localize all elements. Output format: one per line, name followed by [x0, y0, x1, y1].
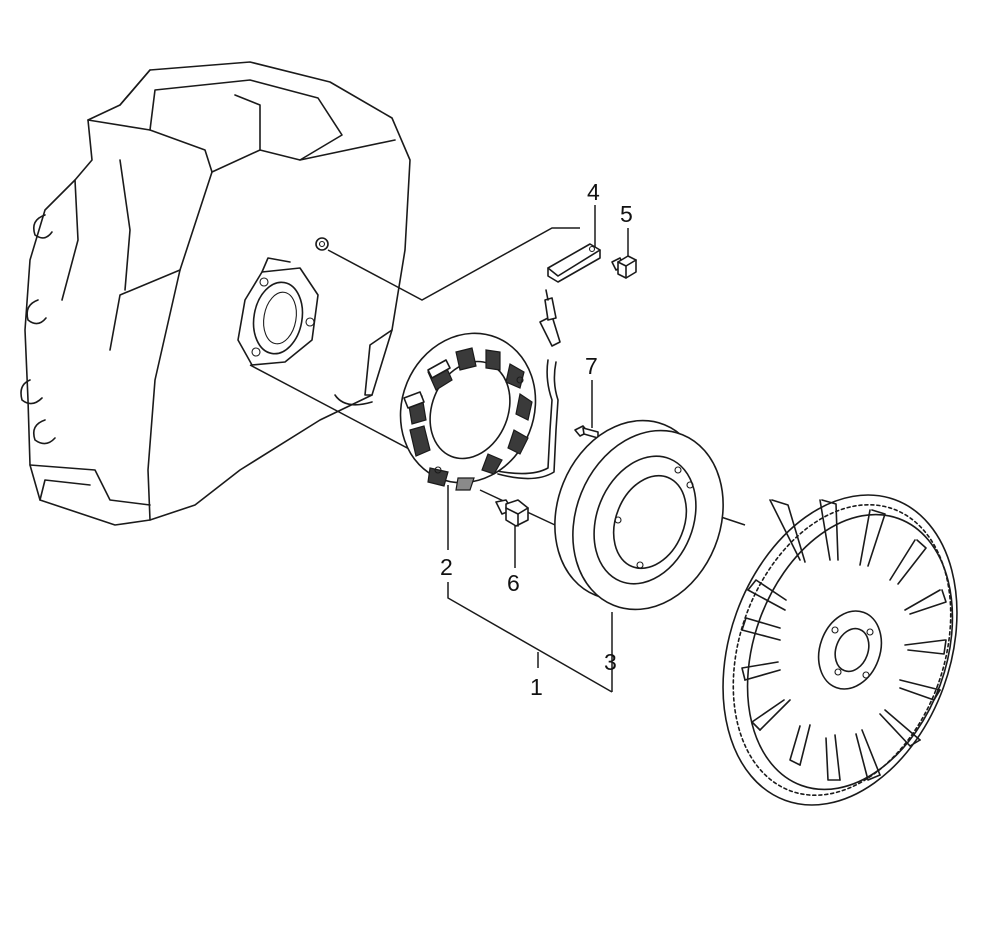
bolt-6 — [495, 499, 529, 527]
magnet-rotor — [554, 419, 724, 611]
callout-5: 5 — [620, 201, 633, 227]
flywheel — [722, 494, 958, 806]
callout-7: 7 — [585, 353, 598, 379]
callout-6: 6 — [507, 570, 520, 596]
screw-7 — [574, 425, 599, 439]
bolt-5 — [611, 255, 637, 279]
engine-housing — [20, 61, 411, 526]
callout-3: 3 — [604, 649, 617, 675]
callout-1: 1 — [530, 674, 543, 700]
mounting-plate — [547, 243, 601, 283]
callout-4: 4 — [587, 179, 600, 205]
stator-coil — [399, 289, 561, 491]
callout-labels: 4 5 7 2 6 3 1 — [440, 179, 633, 700]
callout-2: 2 — [440, 554, 453, 580]
